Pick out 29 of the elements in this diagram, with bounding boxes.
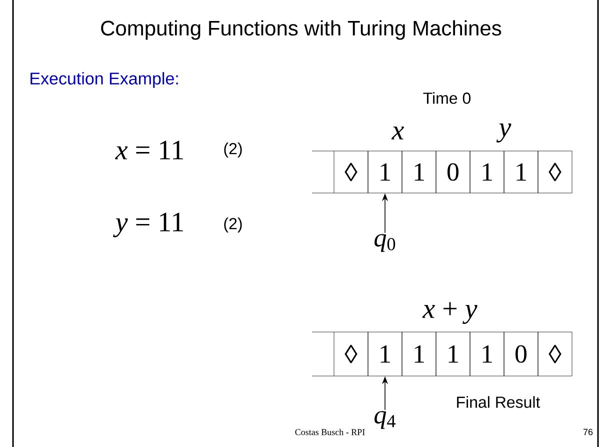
head-state: q$_{0}$: [374, 234, 396, 252]
footer-text: Costas Busch - RPI: [295, 428, 365, 436]
result-label: Final Result: [457, 396, 540, 408]
tape-cell: 1: [436, 332, 470, 376]
equation: y = 11: [113, 212, 183, 238]
tape-cell: 1: [368, 332, 402, 376]
time-label: Time 0: [423, 92, 470, 104]
base-note: (2): [224, 142, 242, 158]
tape-cell: ◊: [538, 332, 572, 376]
head-state: q$_{4}$: [374, 411, 396, 429]
tape-cell: 0: [436, 150, 470, 194]
tape-cell: 1: [402, 332, 436, 376]
tape-cell: 1: [470, 332, 504, 376]
tape-cell: 0: [504, 332, 538, 376]
tape-cell: 1: [402, 150, 436, 194]
tape-cell: 1: [470, 150, 504, 194]
tape-cell: ◊: [334, 332, 368, 376]
slide-title: Computing Functions with Turing Machines: [101, 20, 502, 40]
tape-cell: 1: [368, 150, 402, 194]
tape-cell: ◊: [334, 150, 368, 194]
page-number: 76: [583, 428, 593, 436]
tape-cell: 1: [504, 150, 538, 194]
tape-label: x: [391, 126, 404, 140]
base-note: (2): [224, 218, 242, 232]
equation: x = 11: [115, 140, 183, 160]
tape-cell: ◊: [538, 150, 572, 194]
tape-label: y: [496, 124, 512, 142]
section-heading: Execution Example:: [30, 72, 178, 88]
tape-label: x + y: [422, 302, 478, 324]
